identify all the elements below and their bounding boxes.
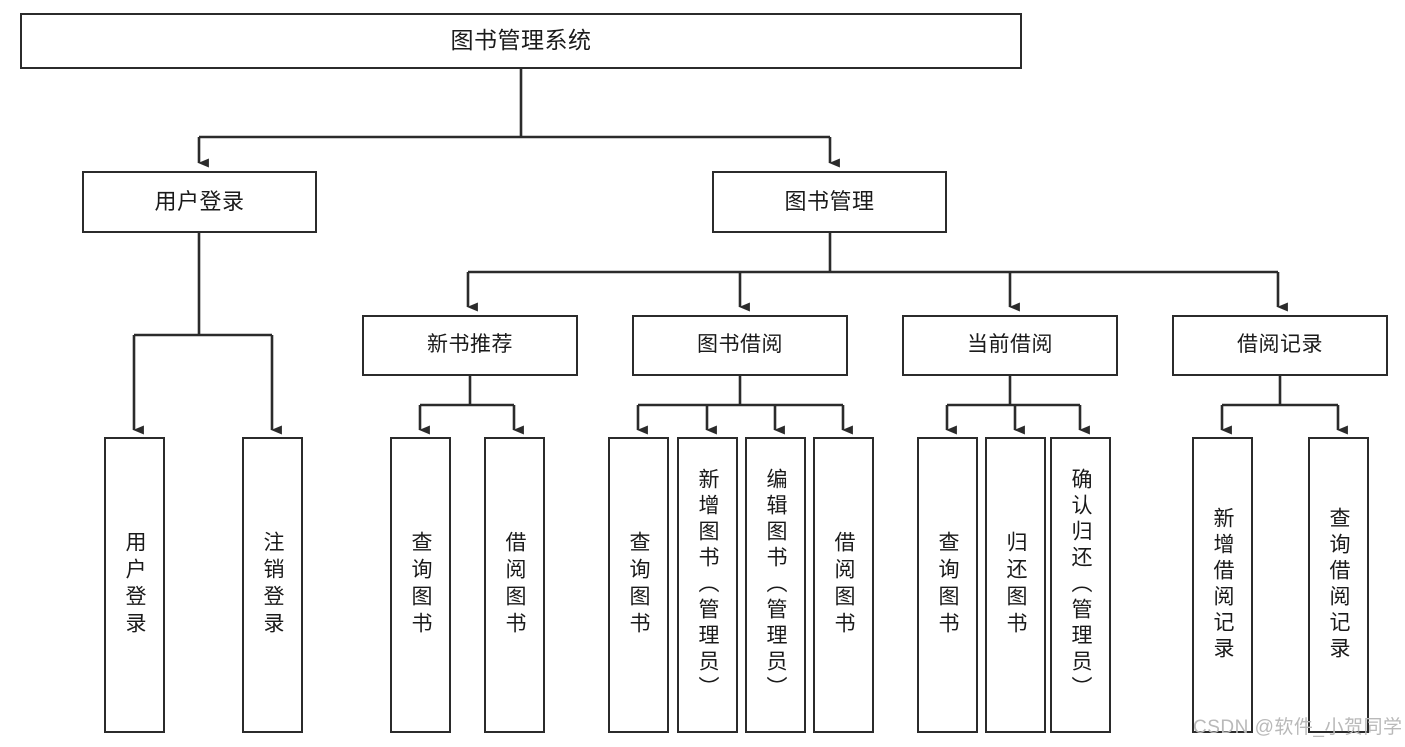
node-label: 查询图书 [936, 531, 959, 639]
node-user-login[interactable]: 用户登录 [82, 171, 317, 233]
leaf-book-borrow-add[interactable]: 新增图书（管理员） [677, 437, 738, 733]
node-borrow-record[interactable]: 借阅记录 [1172, 315, 1388, 376]
leaf-current-borrow-query[interactable]: 查询图书 [917, 437, 978, 733]
node-label: 当前借阅 [967, 333, 1053, 357]
watermark-text: CSDN @软件_小贺同学 [1193, 717, 1403, 738]
node-label: 借阅记录 [1237, 333, 1323, 357]
node-label: 图书借阅 [697, 333, 783, 357]
node-label: 新增借阅记录 [1211, 507, 1234, 663]
node-label: 图书管理系统 [450, 27, 592, 54]
leaf-new-book-borrow[interactable]: 借阅图书 [484, 437, 545, 733]
node-root-system[interactable]: 图书管理系统 [20, 13, 1022, 69]
leaf-current-borrow-return[interactable]: 归还图书 [985, 437, 1046, 733]
leaf-borrow-record-add[interactable]: 新增借阅记录 [1192, 437, 1253, 733]
node-label: 新书推荐 [427, 333, 513, 357]
node-label: 新增图书（管理员） [696, 468, 719, 702]
node-label: 图书管理 [784, 189, 875, 215]
node-label: 归还图书 [1004, 531, 1027, 639]
leaf-book-borrow-query[interactable]: 查询图书 [608, 437, 669, 733]
leaf-new-book-query[interactable]: 查询图书 [390, 437, 451, 733]
node-label: 查询图书 [627, 531, 650, 639]
node-book-borrow[interactable]: 图书借阅 [632, 315, 848, 376]
node-book-manage[interactable]: 图书管理 [712, 171, 947, 233]
node-label: 查询借阅记录 [1327, 507, 1350, 663]
leaf-user-login-logout[interactable]: 注销登录 [242, 437, 303, 733]
node-label: 用户登录 [123, 531, 146, 639]
leaf-borrow-record-query[interactable]: 查询借阅记录 [1308, 437, 1369, 733]
node-current-borrow[interactable]: 当前借阅 [902, 315, 1118, 376]
leaf-current-borrow-confirm-return[interactable]: 确认归还（管理员） [1050, 437, 1111, 733]
node-label: 编辑图书（管理员） [764, 468, 787, 702]
node-label: 确认归还（管理员） [1069, 468, 1092, 702]
leaf-book-borrow-borrow[interactable]: 借阅图书 [813, 437, 874, 733]
node-label: 借阅图书 [503, 531, 526, 639]
leaf-book-borrow-edit[interactable]: 编辑图书（管理员） [745, 437, 806, 733]
node-label: 注销登录 [261, 531, 284, 639]
node-label: 用户登录 [154, 189, 245, 215]
node-label: 借阅图书 [832, 531, 855, 639]
node-label: 查询图书 [409, 531, 432, 639]
node-new-book-recommend[interactable]: 新书推荐 [362, 315, 578, 376]
leaf-user-login-login[interactable]: 用户登录 [104, 437, 165, 733]
